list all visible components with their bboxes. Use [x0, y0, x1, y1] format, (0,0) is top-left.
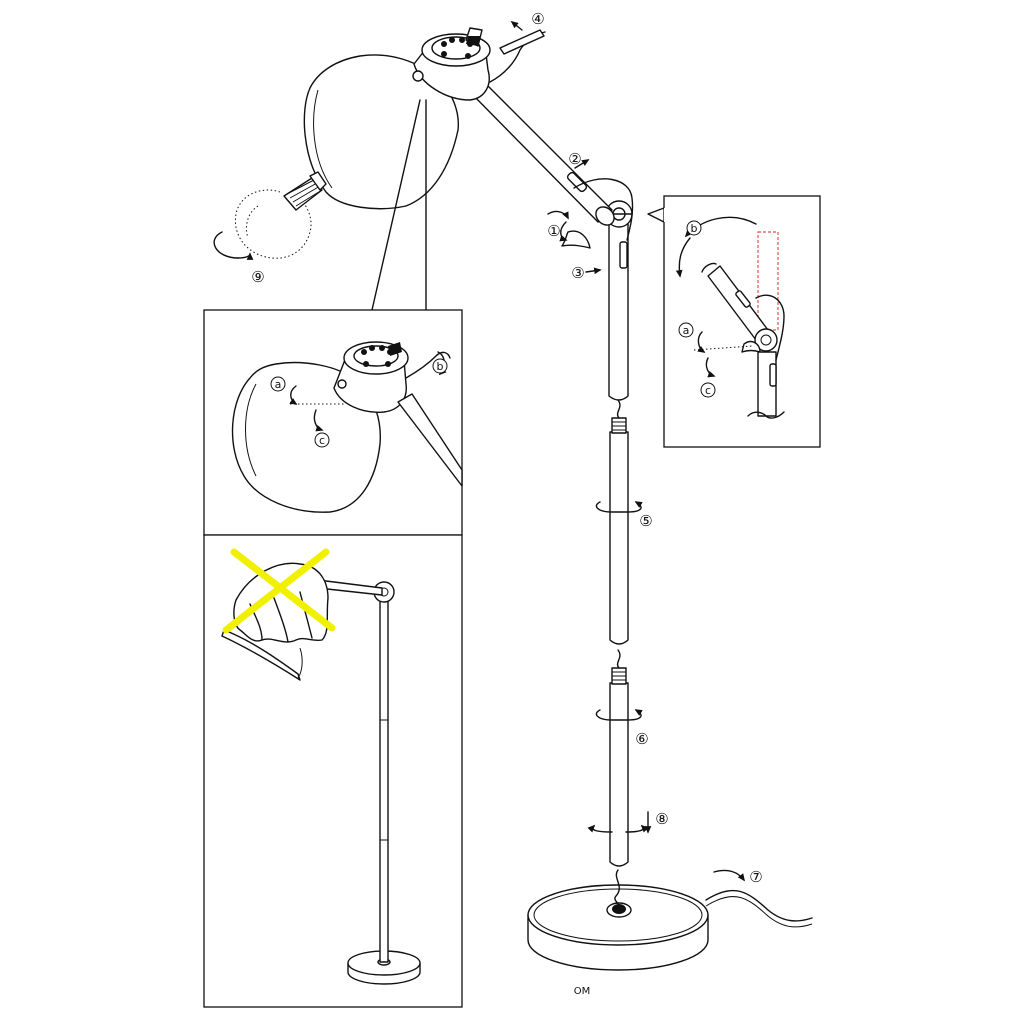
- lamp-arm: [469, 81, 615, 226]
- step-8-label: ⑧: [655, 810, 668, 828]
- step-2-label: ②: [568, 150, 581, 168]
- light-bulb: [234, 171, 327, 259]
- lower-pole-segment: [609, 649, 629, 867]
- step-5-label: ⑤: [639, 512, 652, 530]
- inset-c-label-b: b: [691, 222, 698, 235]
- base-wire: [614, 869, 620, 907]
- step-6-label: ⑥: [635, 730, 648, 748]
- inset-c-label-a: a: [683, 324, 690, 337]
- upper-pole-segment: [608, 223, 629, 401]
- lamp-shade: [303, 54, 459, 210]
- power-cord-outline: [705, 896, 813, 928]
- inset-a-label-c: c: [319, 434, 325, 447]
- lamp-head-cap: [412, 27, 491, 101]
- lamp-base: [527, 884, 709, 971]
- step-3-label: ③: [571, 264, 584, 282]
- step-labels: ① ② ③ ④ ⑤ ⑥ ⑦ ⑧ ⑨: [251, 10, 762, 886]
- footer-mark: OM: [574, 986, 591, 997]
- main-lamp: [234, 27, 813, 971]
- leader-line-left: [371, 99, 421, 311]
- step-9-label: ⑨: [251, 268, 264, 286]
- step-4-label: ④: [531, 10, 544, 28]
- bracket-handle: [499, 29, 545, 55]
- inset-arm-pivot: b a c: [647, 195, 821, 448]
- step-1-label: ①: [547, 222, 560, 240]
- forbidden-x-mark: [222, 548, 336, 634]
- middle-pole-segment: [609, 399, 629, 645]
- inset-a-label-a: a: [275, 378, 282, 391]
- inset-c-label-c: c: [705, 384, 711, 397]
- power-cord: [705, 889, 813, 922]
- inset-no-cover-warning: [203, 534, 463, 1008]
- inset-a-label-b: b: [437, 360, 444, 373]
- arm-cable: [573, 178, 634, 241]
- inset-shade-adjust: a c b: [203, 309, 463, 536]
- step-arrows: [213, 20, 746, 882]
- step-7-label: ⑦: [749, 868, 762, 886]
